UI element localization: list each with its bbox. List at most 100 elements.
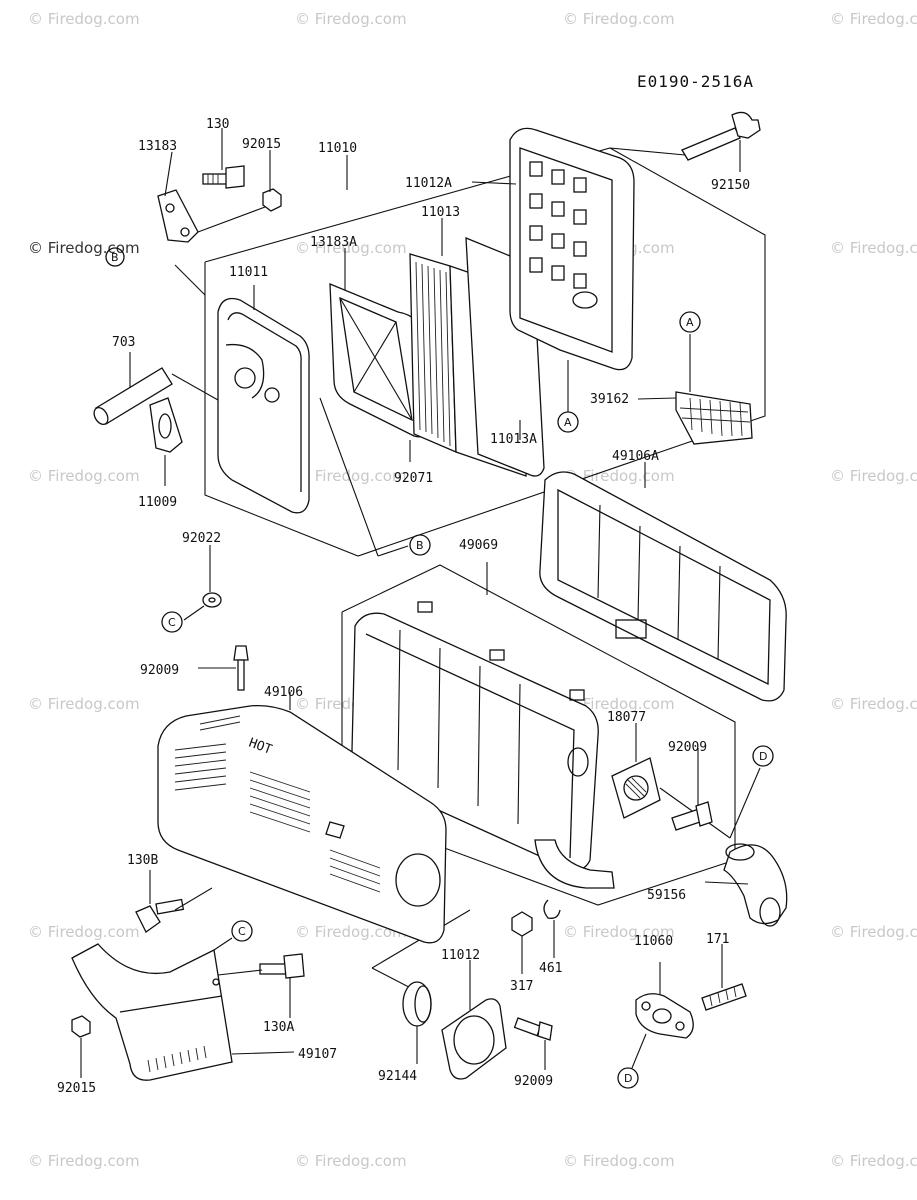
label-11012A: 11012A (405, 176, 452, 191)
watermark: © Firedog.com (830, 239, 917, 257)
label-130A: 130A (263, 1020, 294, 1035)
label-92144: 92144 (378, 1069, 417, 1084)
wing-bolt-92150 (609, 111, 761, 172)
diagram-code: E0190-2516A (637, 72, 754, 91)
label-92150: 92150 (711, 178, 750, 193)
watermark: © Firedog.com (295, 467, 407, 485)
label-171: 171 (706, 932, 729, 947)
label-461: 461 (539, 961, 562, 976)
watermark: © Firedog.com (28, 695, 140, 713)
reference-markers: A A B B C C D D (105, 247, 774, 1089)
band-92144 (402, 981, 432, 1064)
clip-461 (543, 899, 561, 958)
cover-11012A (471, 127, 635, 412)
label-92015-top: 92015 (242, 137, 281, 152)
svg-text:B: B (111, 251, 119, 264)
watermark: © Firedog.com (295, 239, 407, 257)
nut-92015-top (197, 188, 282, 233)
watermark: © Firedog.com (28, 239, 140, 257)
lower-cover-49107 (71, 937, 295, 1081)
label-92022: 92022 (182, 531, 221, 546)
label-92015-bottom: 92015 (57, 1081, 96, 1096)
gasket-11009 (149, 397, 183, 486)
ref-d-lower: D (617, 1067, 639, 1089)
label-130B: 130B (127, 853, 158, 868)
watermark: © Firedog.com (28, 467, 140, 485)
svg-text:A: A (686, 316, 694, 329)
watermark: © Firedog.com (295, 1152, 407, 1170)
flange-11012 (441, 960, 507, 1080)
nut-317 (511, 911, 533, 974)
watermark: © Firedog.com (563, 1152, 675, 1170)
air-cleaner-case-11011 (217, 285, 310, 514)
watermark: © Firedog.com (295, 923, 407, 941)
ref-c-upper: C (161, 611, 183, 633)
watermark: © Firedog.com (563, 467, 675, 485)
part-labels: 13183 130 92015 11010 11012A 11013 13183… (57, 117, 750, 1096)
label-49107: 49107 (298, 1047, 337, 1062)
watermark: © Firedog.com (563, 695, 675, 713)
ref-b-lower: B (409, 534, 431, 556)
watermark: © Firedog.com (830, 1152, 917, 1170)
pipe-703 (93, 352, 219, 426)
gasket-11060 (631, 962, 694, 1069)
label-11009: 11009 (138, 495, 177, 510)
muffler-49069 (351, 601, 615, 889)
svg-text:C: C (238, 925, 246, 938)
bracket-13183 (157, 189, 199, 243)
ref-a-upper: A (679, 311, 701, 333)
watermark: © Firedog.com (830, 695, 917, 713)
washer-92022 (183, 545, 222, 621)
watermark: © Firedog.com (563, 923, 675, 941)
label-39162: 39162 (590, 392, 629, 407)
label-49106: 49106 (264, 685, 303, 700)
label-49069: 49069 (459, 538, 498, 553)
label-92009-b: 92009 (668, 740, 707, 755)
bolt-92009-b (671, 748, 713, 831)
shield-49106A (539, 462, 787, 702)
ref-d-upper: D (752, 745, 774, 767)
label-130: 130 (206, 117, 229, 132)
watermark: © Firedog.com (28, 1152, 140, 1170)
label-11013A: 11013A (490, 432, 537, 447)
watermark: © Firedog.com (830, 10, 917, 28)
svg-text:D: D (759, 750, 767, 763)
svg-text:C: C (168, 616, 176, 629)
bolt-130 (202, 165, 245, 189)
ref-b-upper: B (105, 247, 125, 267)
label-92009-a: 92009 (140, 663, 179, 678)
muffler-cover-49106: HOT (157, 692, 447, 944)
label-59156: 59156 (647, 888, 686, 903)
ref-a-lower: A (557, 411, 579, 433)
nut-92015-bottom (71, 1015, 91, 1078)
watermark: © Firedog.com (563, 10, 675, 28)
elbow-59156 (704, 843, 788, 927)
label-13183: 13183 (138, 139, 177, 154)
watermark: © Firedog.com (28, 10, 140, 28)
svg-text:D: D (624, 1072, 632, 1085)
bolt-130A (217, 953, 305, 1018)
label-11010: 11010 (318, 141, 357, 156)
watermark: © Firedog.com (295, 10, 407, 28)
watermark: © Firedog.com (830, 923, 917, 941)
flange-18077 (611, 723, 761, 839)
watermark: © Firedog.com (830, 467, 917, 485)
stud-171 (701, 944, 747, 1011)
label-49106A: 49106A (612, 449, 659, 464)
label-11011: 11011 (229, 265, 268, 280)
label-703: 703 (112, 335, 135, 350)
bolt-130B (135, 870, 213, 933)
label-317: 317 (510, 979, 533, 994)
label-11060: 11060 (634, 934, 673, 949)
ref-c-lower: C (231, 920, 253, 942)
label-18077: 18077 (607, 710, 646, 725)
svg-text:B: B (416, 539, 424, 552)
label-11013: 11013 (421, 205, 460, 220)
label-92009-c: 92009 (514, 1074, 553, 1089)
svg-text:A: A (564, 416, 572, 429)
label-13183A: 13183A (310, 235, 357, 250)
precleaner-39162 (637, 334, 753, 445)
label-11012: 11012 (441, 948, 480, 963)
label-92071: 92071 (394, 471, 433, 486)
